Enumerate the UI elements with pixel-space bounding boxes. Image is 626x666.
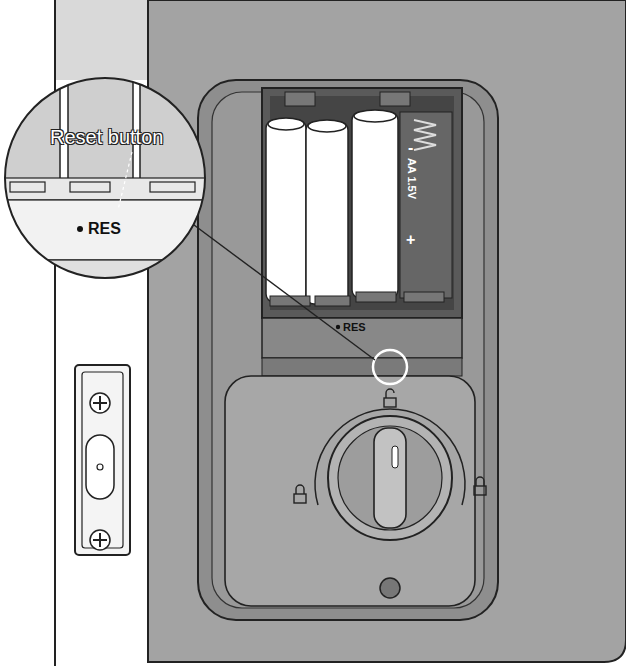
polarity-mark: + bbox=[406, 232, 415, 248]
battery-marking: AA 1.5V bbox=[406, 157, 417, 198]
button-marking: RES bbox=[88, 221, 121, 237]
button-marking: RES bbox=[343, 322, 366, 333]
callout-label: Reset button bbox=[50, 127, 163, 147]
polarity-mark: - bbox=[408, 140, 413, 156]
